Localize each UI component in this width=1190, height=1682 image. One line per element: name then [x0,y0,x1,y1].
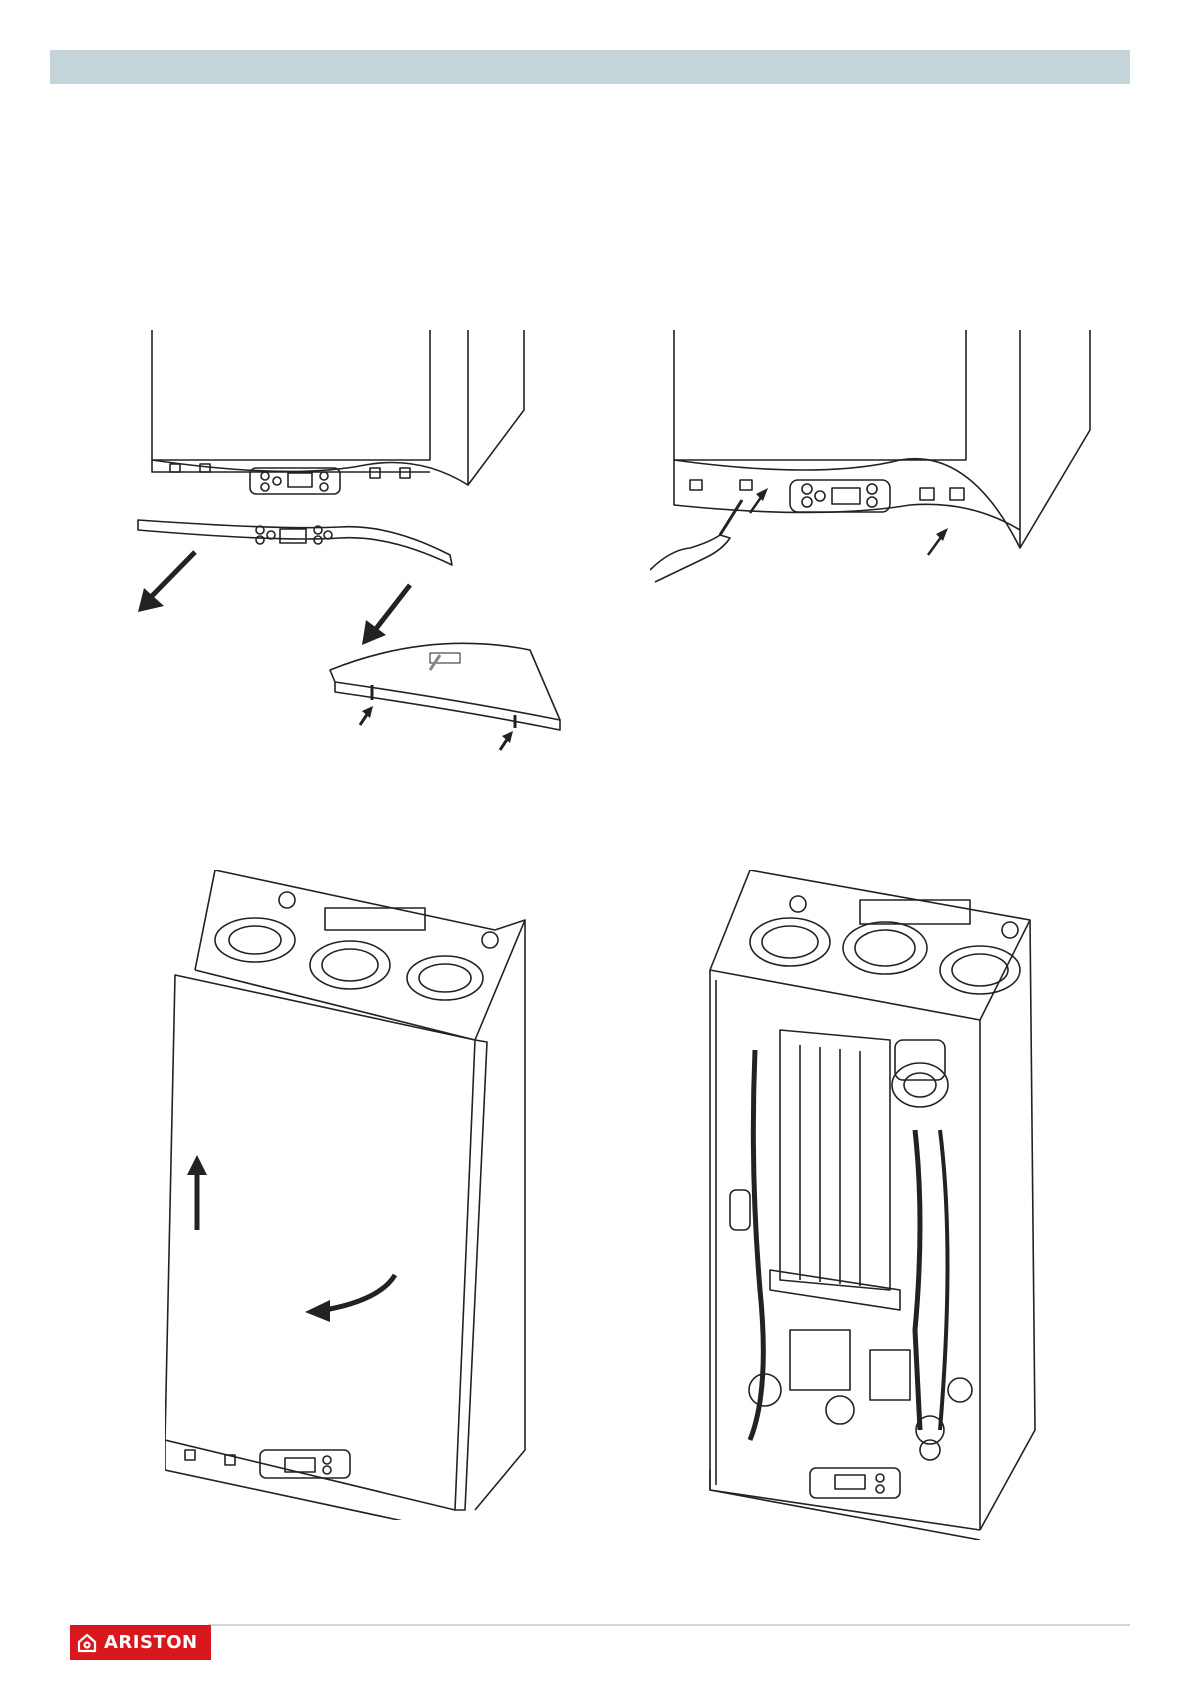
footer-divider [208,1624,1130,1626]
figure-panel-removal [165,870,545,1520]
brand-name: ARISTON [104,1632,198,1653]
section-header-bar [50,50,1130,84]
ariston-logo: ARISTON [70,1625,211,1660]
figure-screw-release [650,330,1100,590]
house-icon [74,1630,100,1656]
figure-internal-components [690,870,1070,1540]
figure-grille-removal [130,330,590,780]
